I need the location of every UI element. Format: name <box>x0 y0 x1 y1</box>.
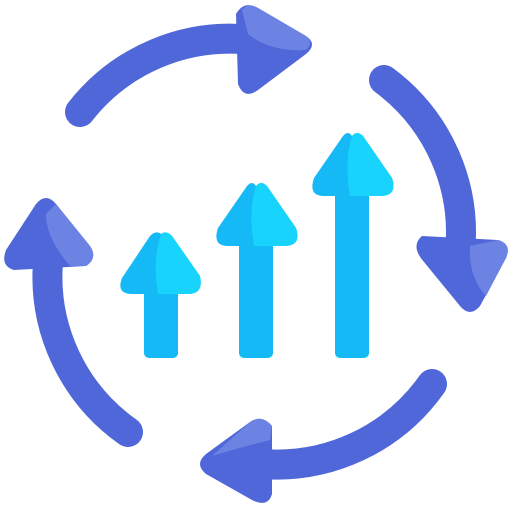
cycle-arrow-top-body <box>65 23 267 127</box>
cycle-arrow-left-body <box>32 247 143 447</box>
cycle-arrow-right-body <box>369 65 476 267</box>
growth-arrows <box>120 133 394 358</box>
cycle-arrow-bottom-head-highlight <box>212 418 272 456</box>
cycle-arrow-top-head-highlight <box>242 5 310 51</box>
cycle-arrow-bottom-body <box>247 369 447 480</box>
cycle-arrow-left-head-highlight <box>46 204 94 266</box>
growth-arrow-short-head-highlight <box>155 232 201 294</box>
cycle-arrow-right-head-highlight <box>469 240 508 296</box>
growth-arrow-short-shaft <box>144 280 178 358</box>
growth-arrow-tall-head-highlight <box>347 133 394 196</box>
growth-arrow-middle-head-highlight <box>251 183 298 246</box>
cycle-arrows <box>4 5 508 503</box>
growth-arrow-tall-shaft <box>335 186 369 358</box>
growth-arrow-middle-shaft <box>239 234 273 358</box>
